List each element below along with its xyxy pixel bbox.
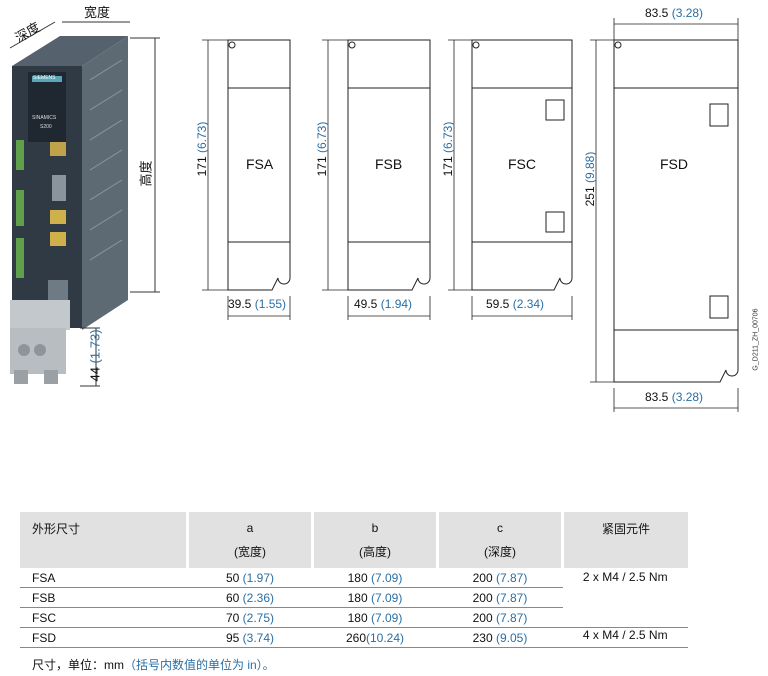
header-fastener: 紧固元件 bbox=[561, 512, 688, 568]
table-row: FSB 60 (2.36) 180 (7.09) 200 (7.87) bbox=[20, 587, 688, 608]
frame-label-fsc: FSC bbox=[508, 156, 536, 172]
cell-b: 260(10.24) bbox=[312, 627, 438, 648]
fsa-width-dim: 39.5 (1.55) bbox=[228, 297, 287, 311]
cell-size: FSD bbox=[20, 627, 188, 648]
header-size: 外形尺寸 bbox=[20, 512, 188, 568]
frame-label-fsd: FSD bbox=[660, 156, 688, 172]
fsd-height-dim: 251 (9.88) bbox=[583, 151, 597, 207]
fsc-height-dim: 171 (6.73) bbox=[441, 121, 455, 177]
device-illustration bbox=[9, 21, 160, 387]
cell-a: 70 (2.75) bbox=[187, 607, 313, 628]
fsb-width-dim: 49.5 (1.94) bbox=[354, 297, 413, 311]
cell-c: 230 (9.05) bbox=[437, 627, 563, 648]
cell-size: FSA bbox=[20, 568, 188, 588]
table-row: FSC 70 (2.75) 180 (7.09) 200 (7.87) bbox=[20, 607, 688, 628]
cell-size: FSC bbox=[20, 607, 188, 628]
fsd-width-top-dim: 83.5 (3.28) bbox=[645, 6, 704, 20]
cell-b: 180 (7.09) bbox=[312, 568, 438, 588]
cell-a: 95 (3.74) bbox=[187, 627, 313, 648]
fsa-height-dim: 171 (6.73) bbox=[195, 121, 209, 177]
device-name-label: SINAMICS bbox=[32, 115, 57, 121]
cell-a: 60 (2.36) bbox=[187, 587, 313, 608]
width-label: 宽度 bbox=[84, 5, 111, 20]
cell-c: 200 (7.87) bbox=[437, 607, 563, 628]
header-c: c(深度) bbox=[436, 512, 563, 568]
header-a: a(宽度) bbox=[186, 512, 313, 568]
cell-b: 180 (7.09) bbox=[312, 607, 438, 628]
header-b: b(高度) bbox=[311, 512, 438, 568]
fsc-width-dim: 59.5 (2.34) bbox=[486, 297, 545, 311]
fsd-width-bottom-dim: 83.5 (3.28) bbox=[645, 390, 704, 404]
cell-b: 180 (7.09) bbox=[312, 587, 438, 608]
dimension-table: 外形尺寸 a(宽度) b(高度) c(深度) 紧固元件 FSA 50 (1.97… bbox=[20, 512, 688, 648]
device-model-label: S200 bbox=[40, 124, 52, 130]
footnote: 尺寸，单位：mm（括号内数值的单位为 in）。 bbox=[32, 658, 275, 672]
fsb-height-dim: 171 (6.73) bbox=[315, 121, 329, 177]
cell-fastener: 2 x M4 / 2.5 Nm bbox=[562, 568, 688, 628]
frame-label-fsa: FSA bbox=[246, 156, 274, 172]
table-row: FSA 50 (1.97) 180 (7.09) 200 (7.87) 2 x … bbox=[20, 568, 688, 628]
device-brand-label: SIEMENS bbox=[33, 75, 56, 81]
cell-c: 200 (7.87) bbox=[437, 587, 563, 608]
table-row: FSD 95 (3.74) 260(10.24) 230 (9.05) 4 x … bbox=[20, 627, 688, 648]
table-header-row: 外形尺寸 a(宽度) b(高度) c(深度) 紧固元件 bbox=[20, 512, 688, 568]
frame-label-fsb: FSB bbox=[375, 156, 403, 172]
cell-fastener: 4 x M4 / 2.5 Nm bbox=[562, 627, 688, 648]
height-label: 高度 bbox=[138, 160, 154, 187]
cell-size: FSB bbox=[20, 587, 188, 608]
cell-a: 50 (1.97) bbox=[187, 568, 313, 588]
cell-c: 200 (7.87) bbox=[437, 568, 563, 588]
base-dim-label: 44 (1.73) bbox=[87, 329, 103, 382]
drawing-code: G_D211_ZH_00706 bbox=[752, 308, 760, 371]
outline-drawings bbox=[202, 18, 739, 412]
